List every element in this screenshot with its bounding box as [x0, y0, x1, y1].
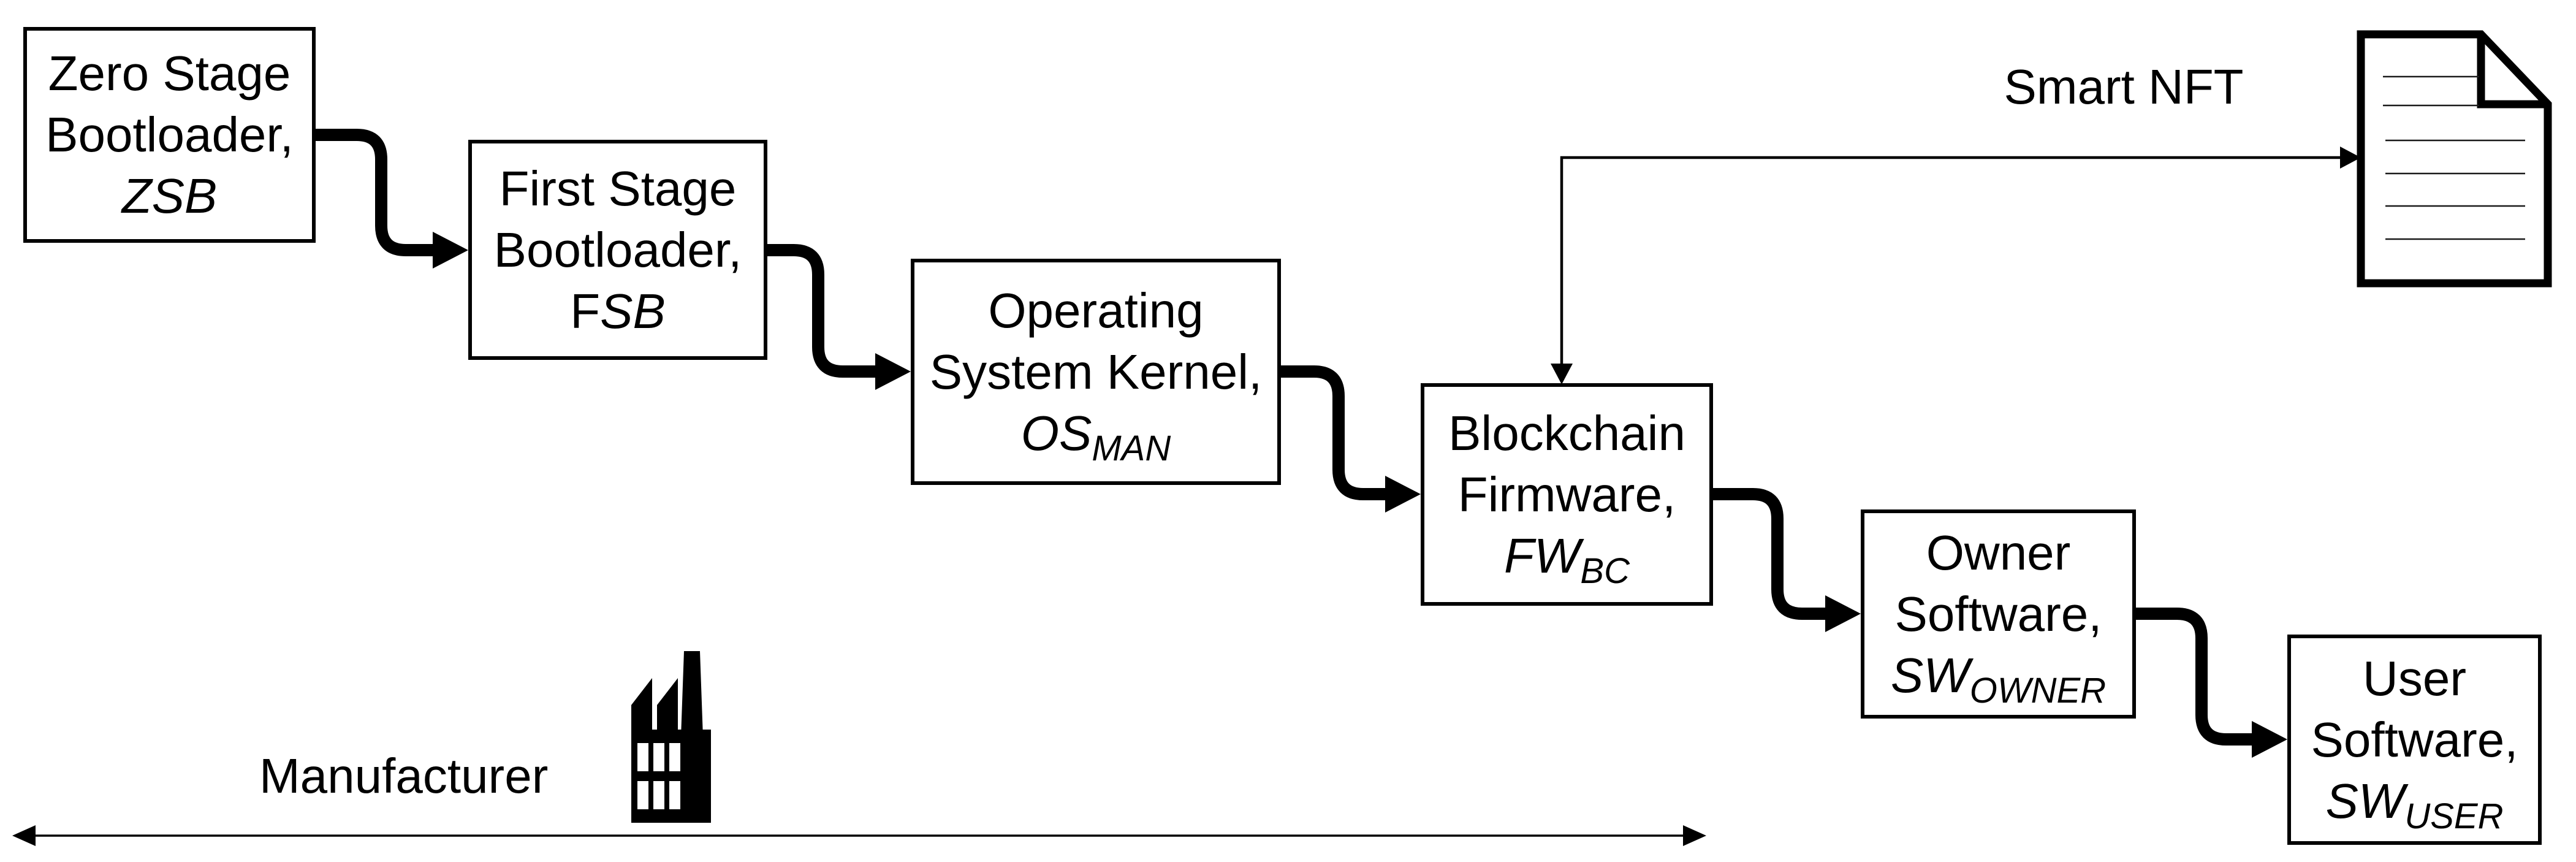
factory-roof-tooth — [657, 678, 678, 731]
arrowhead-into-fsb — [433, 232, 468, 269]
manufacturer-label: Manufacturer — [259, 749, 549, 803]
factory-roof-tooth — [631, 678, 652, 731]
document-ruled-lines — [2383, 75, 2525, 240]
box-line2: Bootloader, — [45, 107, 294, 162]
boot-chain-arrowheads — [433, 232, 2287, 758]
box-line1: Blockchain — [1448, 405, 1685, 460]
document-icon — [2357, 30, 2552, 288]
factory-icon — [631, 651, 711, 823]
connector-zsb-to-fsb — [310, 129, 439, 256]
box-user-software: User Software, SWUSER — [2287, 635, 2542, 845]
arrowhead-into-document — [2340, 147, 2361, 169]
box-blockchain-firmware: Blockchain Firmware, FWBC — [1421, 383, 1713, 606]
box-line1: Owner — [1926, 525, 2071, 580]
factory-chimney — [678, 651, 706, 823]
box-symbol: OSMAN — [1020, 405, 1171, 468]
arrowhead-into-user — [2252, 721, 2287, 758]
box-symbol: SWOWNER — [1890, 647, 2107, 711]
document-fold-corner — [2477, 36, 2547, 109]
arrowhead-down-into-fw — [1551, 364, 1573, 384]
box-symbol: FSB — [570, 283, 666, 338]
box-zero-stage-bootloader: Zero Stage Bootloader, ZSB — [23, 27, 316, 243]
box-line2: Software, — [2311, 712, 2518, 767]
box-owner-software: Owner Software, SWOWNER — [1861, 509, 2136, 719]
connector-owner-to-user — [2130, 608, 2258, 746]
factory-windows — [637, 743, 680, 809]
connector-fw-to-owner — [1707, 488, 1831, 620]
box-operating-system-kernel: Operating System Kernel, OSMAN — [911, 259, 1281, 485]
box-line1: Operating — [988, 283, 1204, 338]
box-first-stage-bootloader: First Stage Bootloader, FSB — [468, 140, 767, 360]
arrowhead-into-os — [875, 353, 911, 390]
box-line2: Software, — [1894, 586, 2102, 641]
manufacturer-scope-right-arrowhead — [1683, 825, 1706, 846]
box-line2: System Kernel, — [929, 344, 1263, 399]
box-line2: Firmware, — [1457, 467, 1676, 522]
smart-nft-label: Smart NFT — [2004, 59, 2244, 114]
box-symbol: ZSB — [121, 169, 218, 223]
boot-chain-connectors — [310, 129, 2258, 746]
manufacturer-scope-left-arrowhead — [12, 825, 36, 846]
connector-fsb-to-os — [761, 244, 881, 378]
box-line2: Bootloader, — [493, 222, 742, 277]
manufacturer-scope-arrow — [12, 825, 1706, 846]
box-symbol: FWBC — [1504, 528, 1630, 591]
arrowhead-into-fw — [1385, 476, 1421, 513]
document-page — [2357, 30, 2552, 288]
connector-os-to-fw — [1275, 365, 1391, 500]
box-line1: Zero Stage — [48, 46, 291, 101]
box-line1: User — [2363, 650, 2466, 706]
box-symbol: SWUSER — [2325, 773, 2504, 836]
box-line1: First Stage — [499, 161, 737, 216]
smart-nft-connector-line — [1560, 156, 2341, 365]
arrowhead-into-owner — [1825, 595, 1861, 632]
